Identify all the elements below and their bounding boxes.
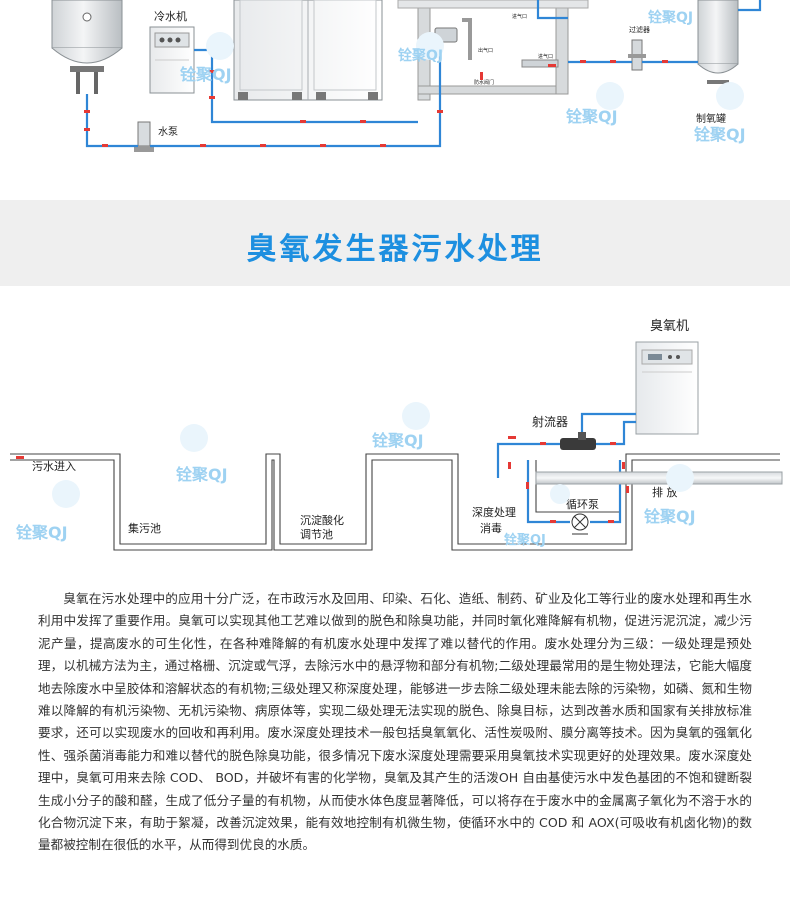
watermark-text: 铨聚QJ [647, 9, 693, 26]
deep-treatment-label-2: 消毒 [480, 521, 502, 535]
watermark-text: 铨聚QJ [694, 125, 746, 144]
flow-arrows [84, 60, 668, 147]
pump-label: 水泵 [158, 126, 178, 138]
ejector: 射流器 [532, 414, 596, 450]
ozone-generator-cabinet [233, 0, 383, 101]
ozone-machine-label: 臭氧机 [650, 319, 689, 334]
circulation-pump-label: 循环泵 [566, 498, 599, 511]
watermark-text: 铨聚QJ [16, 523, 68, 542]
watermark-text: 铨聚QJ [372, 431, 424, 450]
air-storage-tank [51, 0, 123, 94]
deep-treatment-label-1: 深度处理 [472, 505, 516, 519]
settling-tank-label-2: 调节池 [300, 528, 333, 541]
description-paragraph: 臭氧在污水处理中的应用十分广泛，在市政污水及回用、印染、石化、造纸、制药、矿业及… [38, 591, 752, 853]
pipe-frame: 出气口 进气口 进气口 防水阀门 [397, 0, 589, 101]
watermark-text: 铨聚QJ [503, 532, 546, 548]
ejector-label: 射流器 [532, 414, 568, 429]
filter-label: 过滤器 [629, 25, 650, 34]
watermark-text: 铨聚QJ [176, 465, 228, 484]
chiller-label: 冷水机 [154, 9, 187, 23]
watermark-diagram: 铨聚QJ 铨聚QJ 铨聚QJ 铨聚QJ 铨聚QJ [16, 402, 696, 548]
watermark-text: 铨聚QJ [180, 65, 232, 84]
flow-arrows [16, 436, 629, 523]
section-banner [0, 200, 790, 286]
filter-unit: 过滤器 [628, 25, 650, 71]
watermark-text: 铨聚QJ [566, 107, 618, 126]
chiller-unit: 冷水机 [149, 9, 195, 94]
oxygen-tank: 制氧罐 [696, 0, 739, 125]
discharge-pipe: 排 放 [535, 471, 783, 499]
equipment-layout-diagram: 冷水机 出气口 进气口 进气口 防水阀门 过滤器 [51, 0, 762, 152]
ozone-machine: 臭氧机 [635, 319, 699, 435]
water-pump: 水泵 [134, 121, 178, 152]
watermark-text: 铨聚QJ [397, 47, 443, 64]
oxygen-tank-label: 制氧罐 [696, 112, 726, 125]
outlet-port-label: 出气口 [478, 47, 493, 54]
watermark-top: 铨聚QJ 铨聚QJ 铨聚QJ 铨聚QJ 铨聚QJ [180, 9, 746, 144]
sewage-inlet-label: 污水进入 [32, 460, 76, 473]
pressure-gauge-icon [82, 12, 92, 22]
tank-channel [10, 453, 780, 551]
collection-tank-label: 集污池 [128, 521, 161, 535]
watermark-text: 铨聚QJ [644, 507, 696, 526]
section-title: 臭氧发生器污水处理 [246, 232, 544, 267]
inlet-port-label: 进气口 [512, 13, 527, 20]
circulation-pump: 循环泵 [566, 498, 599, 535]
drain-valve-label: 防水阀门 [474, 79, 494, 86]
sewage-treatment-process-diagram: 臭氧机 射流器 排 放 循环泵 污水进入 集污池 沉淀酸化 [10, 319, 783, 551]
settling-tank-label-1: 沉淀酸化 [300, 513, 344, 527]
gas-inlet-label: 进气口 [538, 53, 553, 60]
